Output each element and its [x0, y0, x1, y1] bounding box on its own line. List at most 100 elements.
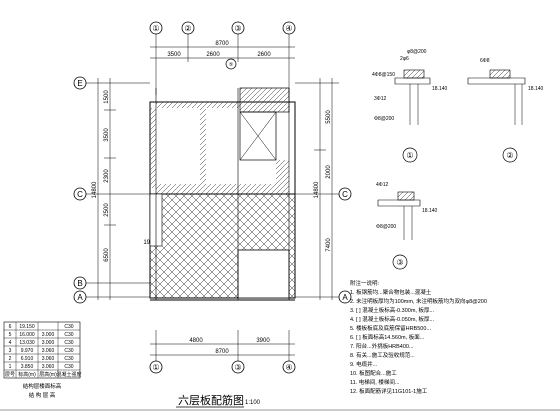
stair-hatch: [239, 87, 290, 113]
table-cell: 3.060: [42, 356, 55, 362]
section-annotation: Φ8@200: [376, 224, 396, 230]
table-cell: 4: [9, 340, 12, 346]
hatch-strip-left: [150, 108, 156, 188]
table-title: 结构层楼面标高: [23, 382, 62, 390]
section-annotation: Φ8@200: [374, 116, 394, 122]
table-cell: 3: [9, 348, 12, 354]
dim-segment: 3500: [104, 128, 110, 142]
section-annotation: 4Φ12: [376, 182, 389, 188]
axis-bubble-label: ③: [234, 24, 241, 33]
section-annotation: 2φ6: [400, 56, 409, 62]
table-cell: 3.060: [42, 364, 55, 370]
section-annotation: 6Φ8: [480, 58, 490, 64]
note-line: 1. 板钢筋均...聚合物包装...混凝土: [350, 288, 432, 296]
dim-segment: 2600: [206, 52, 220, 58]
table-cell: 9.970: [21, 348, 34, 354]
dim-segment: 2000: [326, 165, 332, 179]
hatch-strip-bottom-upper: [156, 184, 286, 194]
slab-cutout: [237, 249, 290, 299]
section-annotation: 18.140: [432, 86, 448, 92]
table-cell: 3.000: [42, 340, 55, 346]
notes-heading: 附注一说明:: [350, 279, 380, 287]
table-header-cell: 层号: [5, 372, 15, 378]
note-line: 10. 板图配合...施工: [350, 369, 397, 377]
table-cell: C30: [64, 340, 73, 346]
hatch-strip-upper: [156, 102, 240, 108]
hatch-strip-right: [276, 160, 289, 194]
axis-bubble-label: A: [342, 293, 348, 302]
table-subtitle: 结 构 层 高: [29, 391, 56, 399]
table-cell: C30: [64, 364, 73, 370]
dim-total-left: 14800: [92, 181, 98, 198]
table-cell: C30: [64, 332, 73, 338]
section-annotation: 4Φ8@150: [372, 72, 395, 78]
section-detail-2: ② 6Φ8 18.140: [467, 58, 544, 163]
note-line: 5. 楼板板底及底筋保留HRB500...: [350, 324, 431, 332]
bottom-dimensions: [150, 330, 295, 361]
axis-bubble-label: A: [77, 293, 83, 302]
dim-segment: 4800: [189, 338, 203, 344]
left-dimensions: [86, 78, 150, 300]
note-line: 7. 阳台...外挑板HRB400...: [350, 342, 414, 350]
note-line: 12. 板面配筋详见11G101-1施工: [350, 387, 428, 395]
table-header-cell: 层高(m): [39, 371, 57, 378]
dim-segment: 1500: [104, 90, 110, 104]
table-cell: 5: [9, 332, 12, 338]
table-cell: 19.150: [19, 324, 35, 330]
axis-bubble-label: C: [77, 190, 83, 199]
section-detail-3: ③ 4Φ12 Φ8@200 18.140: [376, 182, 438, 270]
table-header-cell: 混凝土强度: [56, 371, 81, 378]
drawing-title: 六层板配筋图: [178, 393, 244, 407]
drawing-scale: 1:100: [245, 400, 261, 406]
dim-segment: 2300: [104, 169, 110, 183]
table-cell: 3.060: [42, 348, 55, 354]
axis-bubble-label: E: [77, 79, 82, 88]
table-cell: 1: [9, 364, 12, 370]
section-annotation: 3Φ12: [374, 96, 387, 102]
table-cell: C30: [64, 348, 73, 354]
notes-block: 附注一说明: 1. 板钢筋均...聚合物包装...混凝土 2. 未注明板厚均为1…: [350, 279, 487, 395]
axis-bubble-label: ④: [285, 363, 292, 372]
floor-plan: [149, 87, 296, 301]
table-cell: 6: [9, 324, 12, 330]
dim-segment: 2500: [104, 203, 110, 217]
axis-bubble-label: ②: [184, 24, 191, 33]
dim-segment: 6500: [104, 248, 110, 262]
hatch-strip-mid: [200, 108, 206, 188]
dim-segment: 7400: [326, 238, 332, 252]
section-annotation: 18.140: [422, 208, 438, 214]
section-annotation: φ8@200: [407, 49, 427, 55]
note-line: 11. 电梯间, 楼梯间...: [350, 378, 400, 386]
bottom-axis-bubbles: ① ③ ④: [149, 360, 296, 374]
axis-bubble-label: ⑤: [229, 62, 234, 68]
axis-bubble-label: C: [342, 190, 348, 199]
section-label: ②: [506, 151, 513, 160]
section-label: ③: [396, 258, 403, 267]
dim-segment: 5500: [326, 110, 332, 124]
table-header-cell: 标高(m): [18, 371, 36, 378]
floor-elevation-table: 6 19.150 C30 5 16.000 3.000 C30 4 13.030…: [3, 321, 82, 399]
table-cell: 13.030: [19, 340, 35, 346]
note-line: 3. [ ] 混凝土板标高-0.300m, 板厚...: [350, 306, 435, 314]
table-cell: 16.000: [19, 332, 35, 338]
dim-segment: 2600: [257, 52, 271, 58]
axis-bubble-label: ④: [285, 24, 292, 33]
axis-bubble-label: ①: [152, 363, 159, 372]
axis-bubble-label: ①: [152, 24, 159, 33]
dim-total-right: 14800: [314, 181, 320, 198]
axis-bubble-label: B: [77, 279, 82, 288]
section-annotation: 18.140: [528, 86, 544, 92]
table-cell: 3.000: [42, 332, 55, 338]
table-cell: 3.850: [21, 364, 34, 370]
table-cell: 2: [9, 356, 12, 362]
table-cell: C30: [64, 356, 73, 362]
table-cell: C30: [64, 324, 73, 330]
note-line: 8. 有关...施工及验收规范...: [350, 351, 415, 359]
right-dimensions: [295, 78, 339, 300]
note-line: 6. [ ] 板面标高14.560m, 板面...: [350, 333, 425, 341]
axis-bubble-label: ③: [234, 363, 241, 372]
note-line: 4. [ ] 混凝土板标高-0.050m, 板厚...: [350, 315, 435, 323]
table-cell: 6.910: [21, 356, 34, 362]
top-dimensions: [150, 34, 295, 95]
